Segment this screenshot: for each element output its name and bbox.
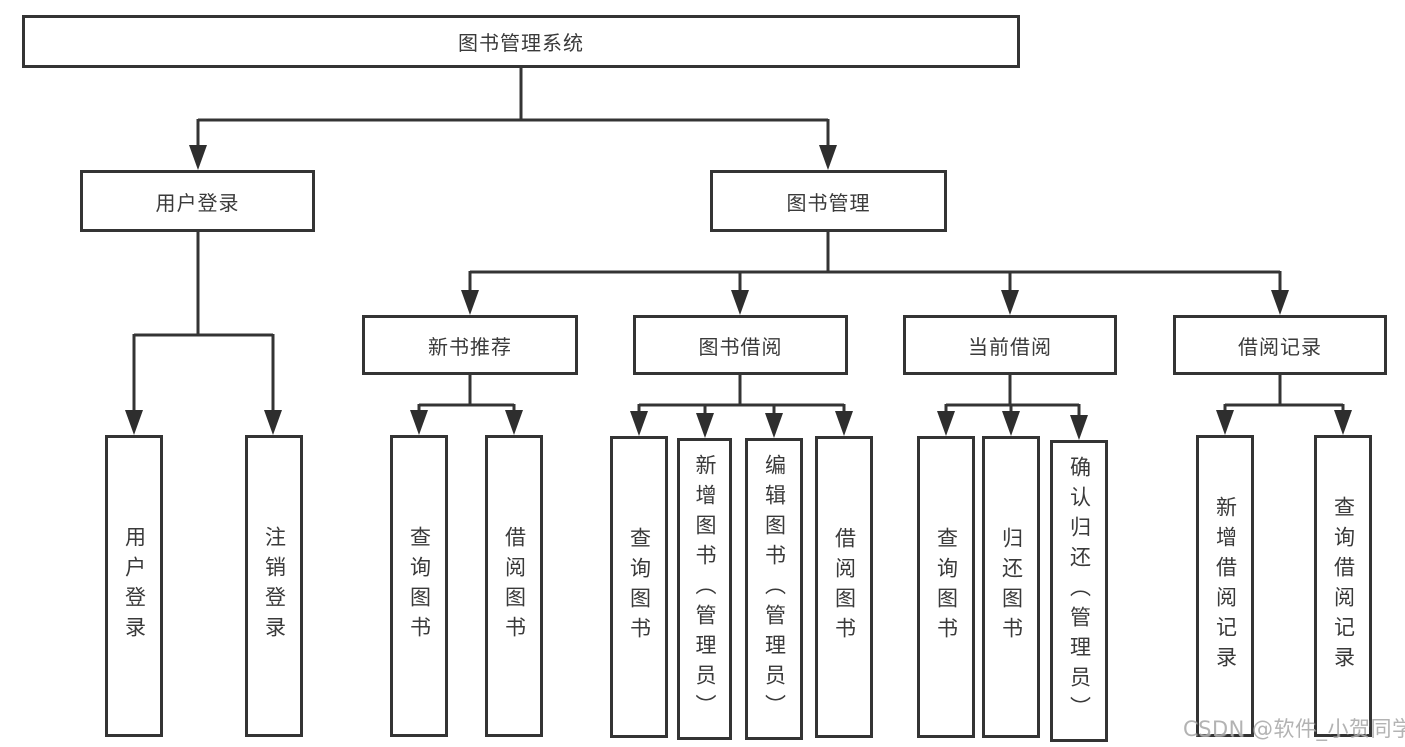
leaf-add-books-admin: 新增图书（管理员）: [677, 438, 732, 740]
leaf-borrow-books-recommend: 借阅图书: [485, 435, 543, 737]
leaf-logout: 注销登录: [245, 435, 303, 737]
node-label: 新书推荐: [428, 334, 512, 359]
leaf-query-books-recommend: 查询图书: [390, 435, 448, 737]
leaf-return-books: 归还图书: [982, 436, 1040, 738]
node-label: 图书管理系统: [458, 31, 584, 55]
leaf-label: 查询借阅记录: [1331, 496, 1356, 676]
node-label: 用户登录: [155, 190, 240, 215]
leaf-query-books-borrow: 查询图书: [610, 436, 668, 738]
node-label: 当前借阅: [968, 334, 1052, 359]
leaf-label: 编辑图书（管理员）: [762, 454, 787, 724]
leaf-label: 用户登录: [122, 526, 147, 646]
node-book-borrow: 图书借阅: [633, 315, 848, 375]
node-new-book-recommend: 新书推荐: [362, 315, 578, 375]
node-current-borrow: 当前借阅: [903, 315, 1117, 375]
node-borrow-records: 借阅记录: [1173, 315, 1387, 375]
leaf-label: 新增借阅记录: [1213, 496, 1238, 676]
node-user-login: 用户登录: [80, 170, 315, 232]
node-book-management: 图书管理: [710, 170, 947, 232]
leaf-label: 查询图书: [934, 527, 959, 647]
leaf-label: 借阅图书: [832, 527, 857, 647]
leaf-label: 借阅图书: [502, 526, 527, 646]
leaf-query-borrow-record: 查询借阅记录: [1314, 435, 1372, 737]
leaf-add-borrow-record: 新增借阅记录: [1196, 435, 1254, 737]
node-label: 图书管理: [786, 190, 871, 215]
node-label: 图书借阅: [698, 334, 783, 359]
csdn-watermark: CSDN @软件_小贺同学: [1183, 717, 1405, 741]
node-library-management-system: 图书管理系统: [22, 15, 1020, 68]
leaf-user-login: 用户登录: [105, 435, 163, 737]
leaf-label: 新增图书（管理员）: [693, 454, 717, 724]
leaf-label: 归还图书: [999, 527, 1024, 647]
leaf-label: 确认归还（管理员）: [1067, 456, 1092, 726]
leaf-query-books-current: 查询图书: [917, 436, 975, 738]
leaf-label: 查询图书: [407, 526, 432, 646]
node-label: 借阅记录: [1238, 334, 1322, 359]
leaf-label: 查询图书: [627, 527, 652, 647]
leaf-edit-books-admin: 编辑图书（管理员）: [745, 438, 803, 740]
leaf-confirm-return-admin: 确认归还（管理员）: [1050, 440, 1108, 742]
leaf-borrow-books: 借阅图书: [815, 436, 873, 738]
leaf-label: 注销登录: [262, 526, 287, 646]
